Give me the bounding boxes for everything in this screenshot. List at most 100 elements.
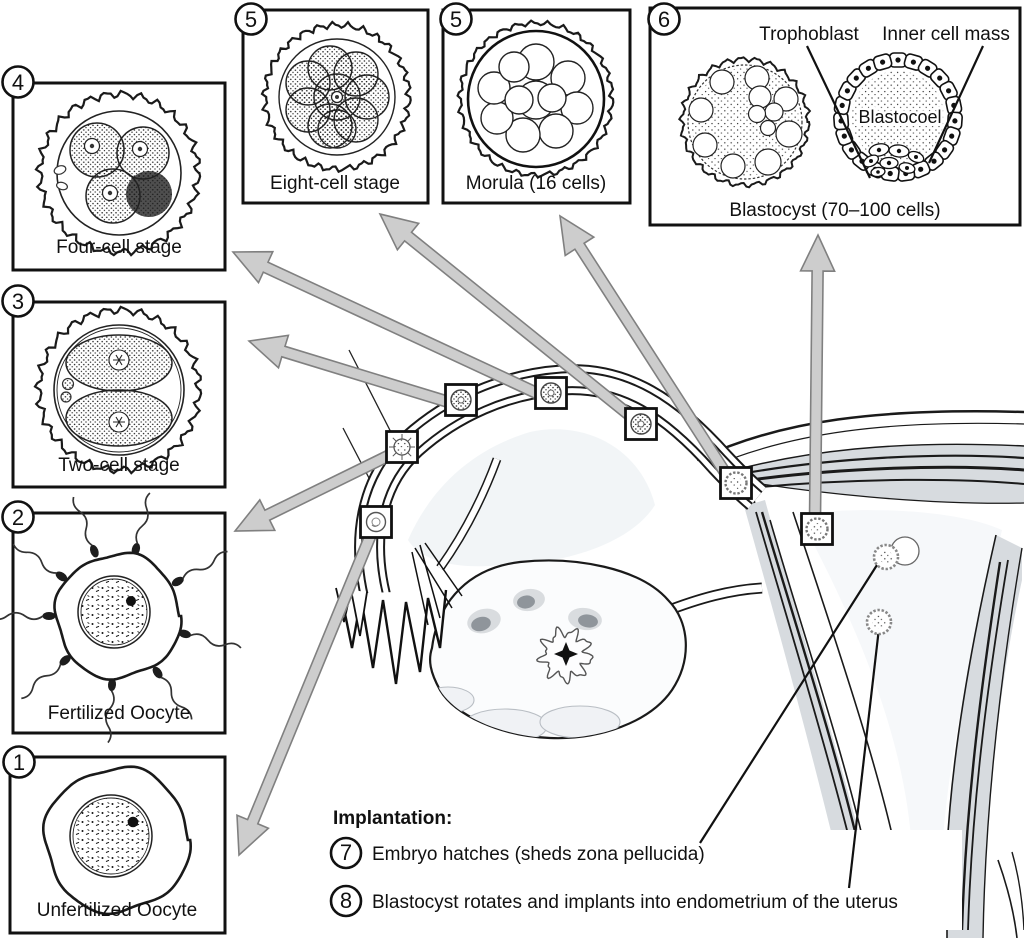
trophoblast-label: Trophoblast	[759, 24, 859, 45]
arrow-to-two-cell	[247, 334, 458, 411]
arrow-to-unfertilized-oocyte	[236, 528, 379, 857]
stage-box-fertilized-oocyte: 2 Fertilized Oocyte	[0, 492, 242, 744]
sperm-cell	[178, 629, 242, 649]
leader-line-hatching	[699, 564, 878, 844]
arrow-to-blastocyst	[799, 233, 836, 519]
stage-number: 1	[13, 750, 25, 775]
leader-line-trophoblast	[806, 45, 871, 179]
corpus-luteum	[535, 626, 594, 685]
ovary-lobe	[430, 686, 475, 714]
polar-body	[56, 181, 68, 191]
stage-number: 2	[12, 505, 24, 530]
stage-label: Fertilized Oocyte	[48, 703, 191, 724]
mesosalpinx	[408, 429, 655, 567]
stage-box-four-cell: 4 Four-cell stage	[1, 65, 227, 272]
step-text-hatching: Embryo hatches (sheds zona pellucida)	[372, 844, 705, 865]
eight-cell-art	[260, 20, 412, 174]
step-number: 7	[340, 840, 352, 865]
uterus	[696, 410, 1024, 939]
implantation-legend: Implantation: 7 Embryo hatches (sheds zo…	[329, 808, 898, 918]
polar-body	[53, 165, 67, 175]
trophoblast-cell	[939, 80, 958, 101]
ovarian-follicle	[568, 607, 602, 631]
trophoblast-cell	[903, 53, 924, 71]
sperm-cell	[72, 496, 99, 558]
text-backdrop	[322, 830, 962, 930]
arrow-to-morula	[558, 214, 734, 482]
sperm-cell	[21, 655, 71, 700]
reproductive-anatomy	[335, 349, 1024, 939]
sperm-cell	[105, 678, 117, 744]
marker-unfertilized-oocyte	[359, 505, 393, 539]
step-text-implanting: Blastocyst rotates and implants into end…	[372, 892, 898, 913]
stage-label: Blastocyst (70–100 cells)	[729, 200, 940, 221]
stage-number: 4	[12, 70, 24, 95]
stage-box-morula: 5 Morula (16 cells)	[439, 2, 632, 205]
uterine-cavity	[798, 510, 1002, 850]
arrow-to-eight-cell	[378, 212, 638, 424]
stage-number: 5	[450, 7, 462, 32]
uterus-serosa-line	[705, 422, 1024, 470]
arrow-to-four-cell	[231, 250, 547, 403]
stage-number: 6	[658, 7, 670, 32]
morula-art	[456, 19, 615, 179]
stage-arrows	[231, 212, 836, 857]
blastocoel-label: Blastocoel	[858, 107, 941, 127]
sperm-cell	[0, 611, 56, 621]
ovulation-star	[554, 642, 578, 666]
implantation-heading: Implantation:	[333, 808, 452, 829]
marker-fertilized-oocyte	[385, 430, 419, 464]
myometrium-left-wall	[744, 500, 866, 868]
step-number: 8	[340, 888, 352, 913]
stage-label: Four-cell stage	[56, 237, 182, 258]
stage-number: 5	[245, 7, 257, 32]
blastocyst-section-art	[833, 52, 963, 182]
four-cell-art	[34, 89, 202, 257]
ovarian-follicle	[513, 588, 545, 612]
ovary	[429, 559, 687, 740]
marker-two-cell	[444, 383, 478, 417]
endometrium-left-line	[792, 511, 899, 863]
leader-line-inner-cell-mass	[928, 45, 984, 164]
mesovarium	[436, 457, 502, 571]
marker-eight-cell	[624, 407, 658, 441]
trophoblast-cell	[872, 53, 893, 71]
inner-cell-mass-label: Inner cell mass	[882, 24, 1010, 45]
ovarian-ligament	[662, 582, 763, 618]
marker-implanting-blastocyst	[865, 608, 893, 636]
leader-line-implanting	[847, 627, 881, 889]
unfertilized-oocyte-art	[42, 765, 193, 916]
stage-box-blastocyst: Trophoblast Inner cell mass Blastocoel 6…	[647, 2, 1022, 227]
marker-four-cell	[534, 376, 568, 410]
suspensory-line	[348, 349, 399, 447]
marker-blastocyst	[800, 512, 834, 546]
arrow-to-fertilized-oocyte	[233, 447, 398, 532]
stage-box-unfertilized-oocyte: 1 Unfertilized Oocyte	[2, 745, 227, 935]
polar-body	[60, 391, 72, 403]
marker-hatching-blastocyst	[872, 536, 920, 571]
stage-label: Eight-cell stage	[270, 173, 400, 194]
stage-label: Two-cell stage	[58, 455, 179, 476]
stage-label: Unfertilized Oocyte	[37, 900, 198, 921]
marker-morula	[719, 466, 753, 500]
fertilized-oocyte-art	[0, 492, 242, 744]
polar-body	[61, 377, 75, 391]
sperm-cell	[152, 666, 193, 720]
sperm-cell	[171, 550, 228, 587]
ovary-lobe	[462, 708, 548, 739]
sperm-cell	[12, 543, 68, 582]
myometrium-fundus	[714, 444, 1024, 504]
tube-stage-markers	[359, 376, 920, 636]
two-cell-art	[33, 305, 203, 475]
uterus-outer-wall	[696, 410, 1024, 462]
stage-number: 3	[12, 289, 24, 314]
ovarian-follicle	[467, 608, 501, 634]
stage-label: Morula (16 cells)	[466, 173, 606, 194]
blastocyst-zona-art	[677, 56, 812, 189]
stage-box-two-cell: 3 Two-cell stage	[1, 284, 227, 489]
ovary-lobe	[539, 705, 621, 739]
cervix-line	[997, 859, 1018, 939]
